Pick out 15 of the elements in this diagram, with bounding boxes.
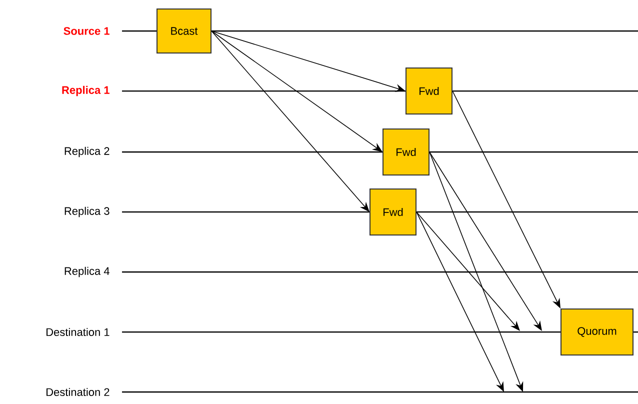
process-box: Fwd [406, 68, 452, 114]
process-box: Quorum [560, 308, 634, 356]
arrow [211, 30, 382, 152]
arrow [416, 212, 520, 331]
lane-label: Replica 2 [64, 146, 110, 158]
lane-label: Replica 3 [64, 206, 110, 218]
lane-label: Source 1 [64, 27, 110, 35]
lane-label: Replica 1 [62, 86, 110, 96]
arrow [211, 30, 370, 212]
process-box: Bcast [156, 8, 212, 54]
lane-label: Replica 4 [64, 266, 110, 278]
process-box: Fwd [382, 128, 430, 176]
lane-label: Destination 1 [46, 328, 110, 336]
process-box: Fwd [370, 188, 416, 236]
lane-label: Destination 2 [46, 388, 110, 396]
